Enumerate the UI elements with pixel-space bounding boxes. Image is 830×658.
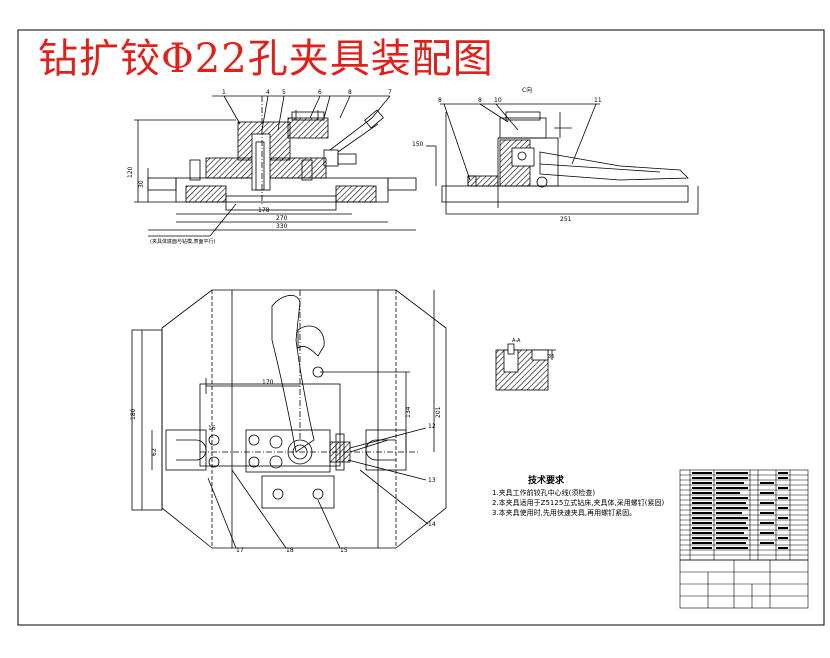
balloon-side-11: 11 (594, 97, 602, 104)
dim-251: 251 (560, 216, 572, 223)
front-dim-labels: 120 30 178 270 330 (夹具体底面与钻模,表面平行) 1 4 5… (127, 89, 392, 245)
dim-150: 150 (412, 141, 424, 148)
dim-170: 170 (262, 379, 274, 386)
dim-30: 30 (138, 180, 145, 188)
dim-201: 201 (435, 406, 442, 418)
section-dim: 36 (548, 354, 554, 360)
balloon-side-8a: 8 (438, 97, 442, 104)
balloon-1: 1 (222, 89, 226, 96)
balloon-4: 4 (266, 89, 270, 96)
balloon-side-10: 10 (494, 97, 502, 104)
drawing-title: 钻扩铰Φ22孔夹具装配图 (38, 36, 494, 82)
balloon-15: 15 (340, 547, 348, 554)
side-view (426, 103, 699, 215)
parts-list (679, 469, 809, 561)
balloon-13: 13 (428, 477, 436, 484)
dim-178: 178 (258, 207, 270, 214)
sheet-border (17, 29, 825, 626)
tech-req-line: 3.本夹具使用时,先用快速夹具,再用螺钉紧固。 (492, 509, 637, 517)
view-c-label: C向 (522, 86, 532, 94)
technical-requirements: 技术要求 1.夹具工作前铰孔中心线(须检查) 2.本夹具适用于Z5125立式钻床… (492, 476, 672, 518)
section-label: A-A (512, 338, 521, 344)
balloon-18: 18 (286, 547, 294, 554)
section-a-a (495, 343, 556, 391)
tech-req-heading: 技术要求 (528, 476, 565, 486)
dim-134: 134 (405, 406, 412, 418)
dim-270: 270 (276, 215, 288, 222)
dim-180: 180 (130, 408, 137, 420)
balloon-7: 7 (388, 89, 392, 96)
tech-req-line: 1.夹具工作前铰孔中心线(须检查) (492, 489, 596, 497)
title-block (679, 559, 809, 609)
dim-120: 120 (127, 166, 134, 178)
balloon-5: 5 (282, 89, 286, 96)
balloon-6: 6 (318, 89, 322, 96)
tech-req-line: 2.本夹具适用于Z5125立式钻床,夹具体,采用螺钉(紧固) (492, 499, 665, 507)
dim-330: 330 (276, 223, 288, 230)
top-view (131, 289, 447, 549)
balloon-14: 14 (428, 521, 436, 528)
balloon-8: 8 (348, 89, 352, 96)
top-dim-labels: 170 180 62 134 201 12 13 14 15 16 17 18 (130, 379, 442, 554)
front-note: (夹具体底面与钻模,表面平行) (150, 238, 216, 245)
front-view (134, 95, 417, 237)
parts-list-fill (692, 472, 788, 549)
balloon-side-8b: 8 (478, 97, 482, 104)
balloon-16: 16 (208, 425, 216, 432)
dim-62: 62 (151, 448, 158, 456)
side-dim-labels: C向 150 251 8 8 10 11 (412, 86, 602, 223)
balloon-17: 17 (236, 547, 244, 554)
balloon-12: 12 (428, 423, 436, 430)
